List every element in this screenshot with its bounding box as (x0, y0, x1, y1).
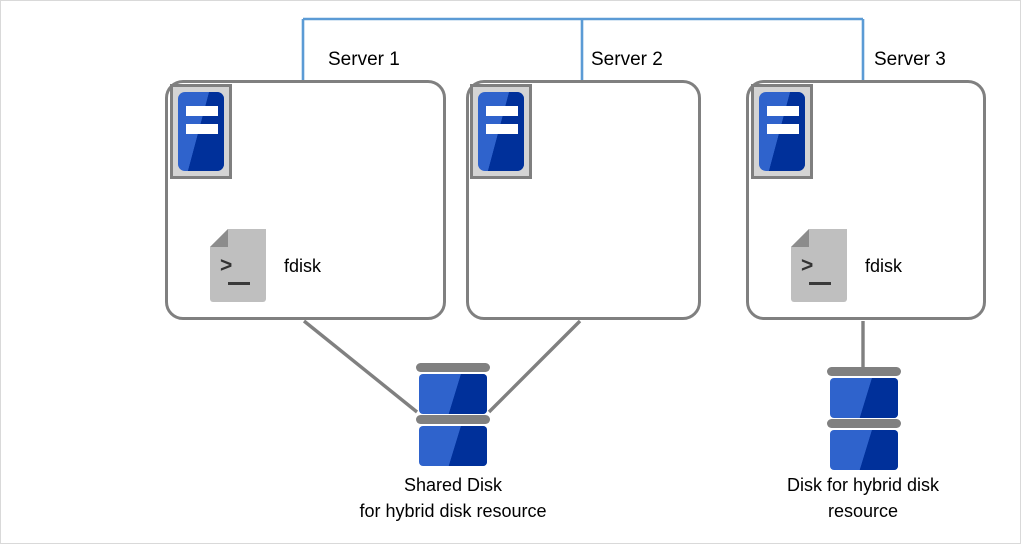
disk-caption-local: Disk for hybrid disk resource (738, 473, 988, 524)
disk-caption-line-1: Shared Disk (403, 475, 503, 495)
server-slot-bar (186, 106, 218, 116)
disk-cap (416, 415, 490, 424)
disk-caption-shared: Shared Disk for hybrid disk resource (303, 473, 603, 524)
disk-caption-line-1: Disk for hybrid disk (786, 475, 940, 495)
disk-platter (830, 430, 898, 470)
disk-stack-icon-shared[interactable] (416, 363, 490, 466)
disk-cap (416, 363, 490, 372)
server-label-1: Server 1 (328, 49, 400, 70)
server-slot-bar (767, 106, 799, 116)
server-slot-bar (767, 124, 799, 134)
server-chassis (178, 92, 224, 171)
connector-server2-to-shared-disk (487, 319, 582, 414)
disk-platter (419, 426, 487, 466)
server-machine-icon-3 (751, 84, 813, 179)
server-chassis (478, 92, 524, 171)
script-fold-corner (210, 229, 228, 247)
fdisk-label-1: fdisk (284, 256, 322, 276)
disk-caption-line-2: for hybrid disk resource (359, 500, 547, 521)
server-slot-bar (486, 124, 518, 134)
script-prompt-glyph: > (801, 254, 814, 277)
server-machine-icon-2 (470, 84, 532, 179)
disk-cap (827, 419, 901, 428)
disk-stack-icon-local[interactable] (827, 367, 901, 470)
server-slot-bar (186, 124, 218, 134)
disk-platter (830, 378, 898, 418)
server-label-2: Server 2 (591, 49, 663, 70)
disk-caption-line-2: resource (827, 500, 899, 521)
script-prompt-glyph: > (220, 254, 233, 277)
fdisk-script-icon-1: > (210, 229, 266, 302)
server-label-3: Server 3 (874, 49, 946, 70)
fdisk-label-3: fdisk (865, 256, 903, 276)
server-slot-bar (486, 106, 518, 116)
disk-cap (827, 367, 901, 376)
script-fold-corner (791, 229, 809, 247)
script-cursor-glyph (228, 282, 250, 285)
fdisk-script-icon-3: > (791, 229, 847, 302)
server-chassis (759, 92, 805, 171)
connector-server1-to-shared-disk (302, 319, 419, 414)
server-machine-icon-1 (170, 84, 232, 179)
script-cursor-glyph (809, 282, 831, 285)
disk-platter (419, 374, 487, 414)
